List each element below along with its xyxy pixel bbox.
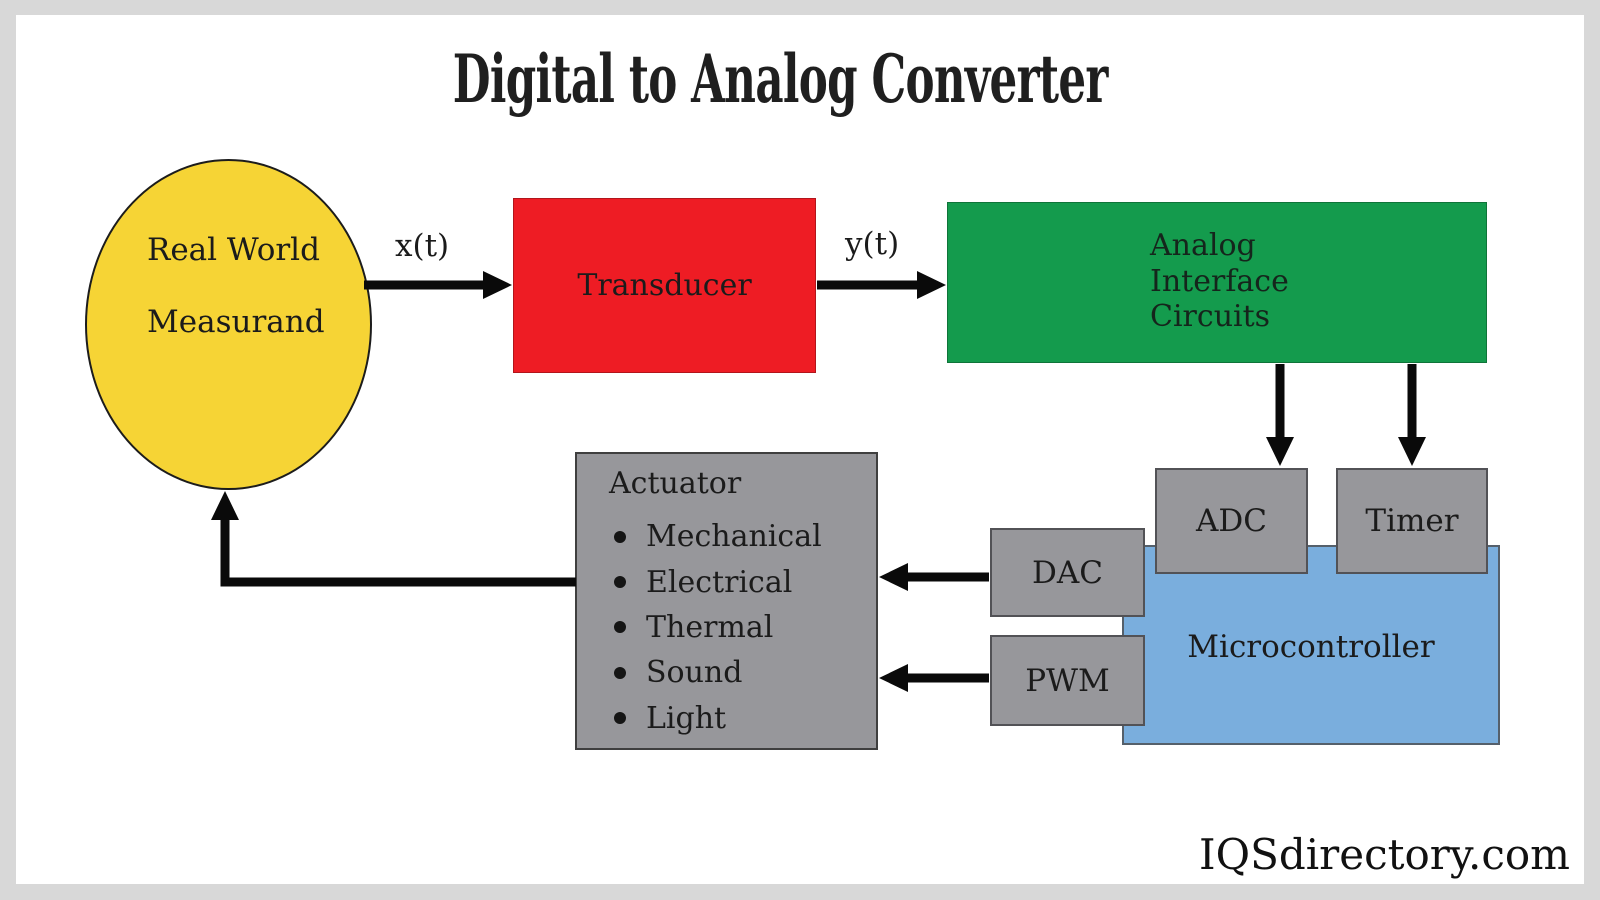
timer-label: Timer [1365,503,1459,539]
bullet-icon [614,666,626,679]
pwm-box: PWM [990,635,1145,726]
measurand-line1: Real World [147,232,320,268]
actuator-item: Light [614,696,822,741]
actuator-item: Electrical [614,559,822,604]
actuator-item: Thermal [614,605,822,650]
actuator-item-label: Mechanical [646,519,822,555]
dac-label: DAC [1032,554,1103,591]
bullet-icon [614,576,626,589]
signal-y-label: y(t) [845,226,900,262]
transducer-box: Transducer [513,198,816,373]
watermark: IQSdirectory.com [1199,830,1570,879]
actuator-list: Mechanical Electrical Thermal Sound Ligh… [614,514,822,741]
bullet-icon [614,530,626,543]
transducer-label: Transducer [577,268,752,303]
analog-interface-line3: Circuits [1150,299,1271,334]
dac-box: DAC [990,528,1145,617]
signal-x-label: x(t) [395,228,450,264]
timer-box: Timer [1336,468,1488,574]
measurand-ellipse [85,159,372,490]
actuator-item: Sound [614,650,822,695]
bullet-icon [614,712,626,725]
analog-interface-label: Analog Interface Circuits [1150,228,1289,335]
bullet-icon [614,621,626,634]
actuator-item: Mechanical [614,514,822,559]
adc-label: ADC [1196,503,1267,539]
actuator-title: Actuator [609,466,742,501]
actuator-item-label: Electrical [646,564,793,600]
analog-interface-line1: Analog [1150,228,1256,263]
actuator-box: Actuator Mechanical Electrical Thermal S… [575,452,878,750]
actuator-item-label: Sound [646,655,743,691]
analog-interface-line2: Interface [1150,263,1289,299]
measurand-line2: Measurand [147,304,325,340]
microcontroller-label: Microcontroller [1187,629,1435,665]
adc-box: ADC [1155,468,1308,574]
page-title: Digital to Analog Converter [452,40,1109,118]
actuator-item-label: Light [646,700,727,736]
microcontroller-box: Microcontroller [1122,545,1500,745]
pwm-label: PWM [1025,662,1110,699]
actuator-item-label: Thermal [646,609,774,645]
analog-interface-box [947,202,1487,363]
